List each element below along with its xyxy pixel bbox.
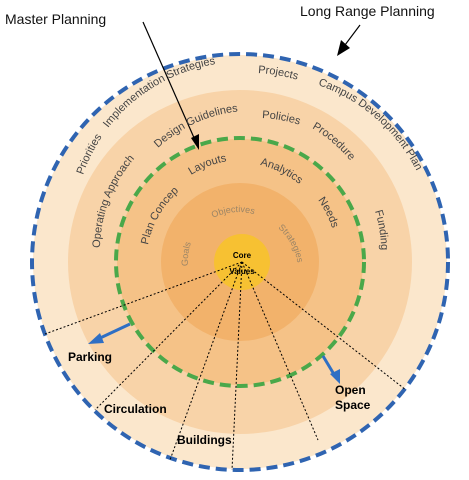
- ray-buildings-left: [169, 261, 243, 461]
- parking-arrow-head: [88, 333, 104, 344]
- label-goals: Goals: [180, 240, 193, 266]
- ray-parking: [44, 261, 243, 335]
- callout-master-planning: Master Planning: [5, 11, 106, 27]
- callout-long-range-planning: Long Range Planning: [300, 3, 435, 19]
- ray-buildings-right: [231, 261, 243, 471]
- label-circulation: Circulation: [104, 402, 167, 416]
- label-parking: Parking: [68, 350, 112, 364]
- master-planning-arrow-head: [191, 134, 199, 150]
- master-planning-pointer: [142, 21, 196, 141]
- ray-open-space-left: [241, 261, 319, 441]
- label-buildings: Buildings: [177, 433, 232, 447]
- core-label-line1: Core: [233, 251, 252, 260]
- ray-open-space-right: [241, 261, 407, 391]
- label-open-space-line1: Open: [335, 383, 366, 397]
- long-range-boundary-dash: [30, 52, 450, 472]
- long-range-pointer: [344, 24, 361, 46]
- label-open-space-line2: Space: [335, 398, 371, 412]
- core-label-line2: Values: [229, 267, 255, 276]
- parking-arrow-shaft: [97, 322, 131, 341]
- master-planning-boundary-dash: [114, 136, 366, 388]
- open-space-arrow-head: [330, 369, 340, 384]
- ray-circulation: [94, 261, 243, 411]
- long-range-arrow-head: [337, 40, 350, 56]
